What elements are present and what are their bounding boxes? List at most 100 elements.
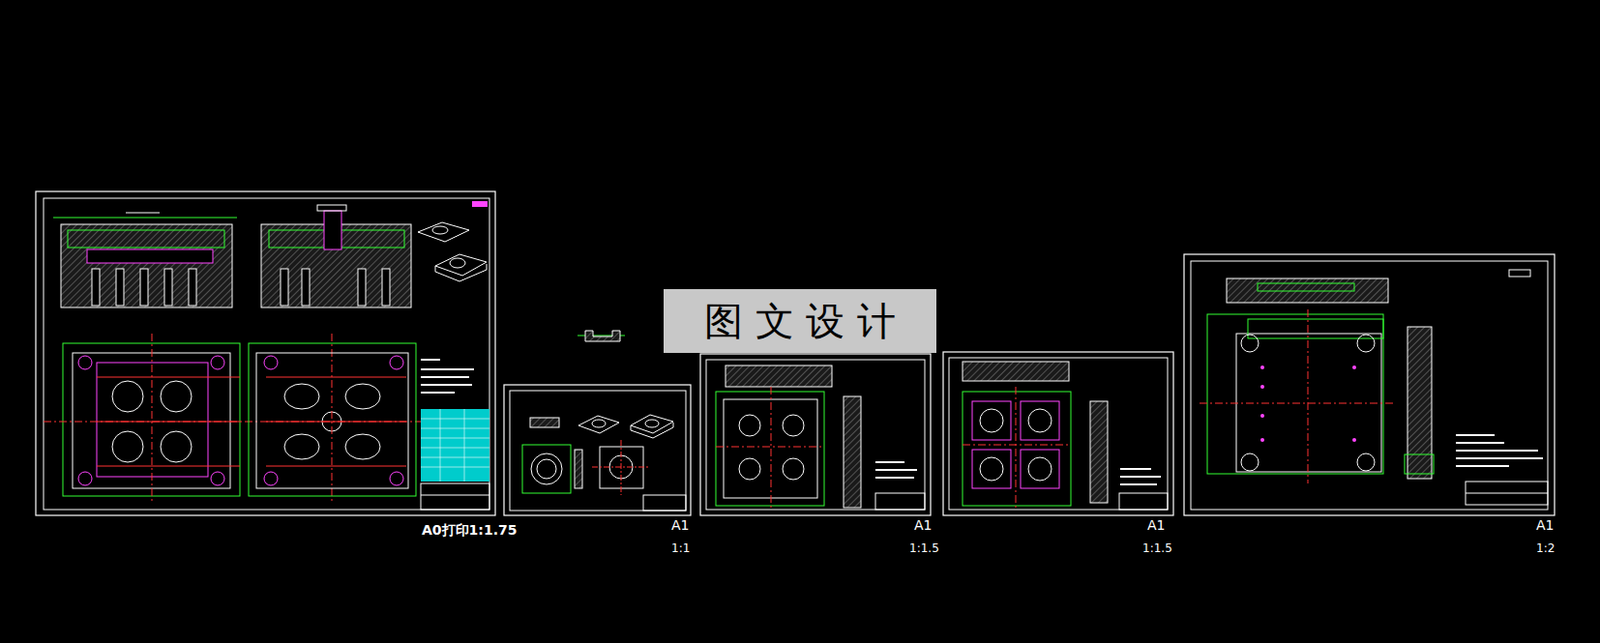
plate-sheet	[943, 352, 1174, 516]
drawing-line	[1119, 493, 1168, 510]
drawing-line	[1260, 385, 1265, 389]
plate-sheet	[700, 354, 931, 516]
watermark-box: 图 文 设 计	[663, 289, 937, 354]
drawing-line	[1020, 401, 1060, 441]
drawing-line	[164, 268, 173, 306]
drawing-line	[112, 381, 144, 413]
drawing-line	[1357, 453, 1375, 472]
drawing-line	[782, 458, 804, 480]
drawing-line	[574, 449, 583, 489]
drawing-line	[116, 268, 124, 306]
drawing-line	[979, 457, 1004, 481]
drawing-line	[1455, 442, 1505, 445]
drawing-line	[943, 352, 1174, 516]
drawing-line	[843, 396, 861, 508]
drawing-line	[1357, 334, 1375, 353]
drawing-line	[1028, 409, 1052, 433]
drawing-line	[420, 467, 490, 469]
drawing-line	[715, 391, 825, 506]
drawing-line	[962, 361, 1069, 382]
drawing-line	[1509, 269, 1531, 277]
drawing-line	[875, 461, 905, 464]
drawing-line	[1260, 365, 1357, 443]
drawing-line	[875, 476, 915, 479]
drawing-line	[140, 268, 149, 306]
drawing-line	[1352, 438, 1357, 443]
drawing-line	[264, 472, 278, 486]
drawing-line	[1455, 435, 1543, 467]
drawing-line	[592, 467, 651, 469]
drawing-line	[96, 465, 240, 467]
drawing-line	[420, 495, 490, 497]
drawing-line	[715, 446, 825, 448]
drawing-line	[1028, 457, 1052, 481]
drawing-line	[770, 386, 772, 508]
drawing-line	[420, 358, 441, 361]
drawing-line	[509, 390, 686, 511]
drawing-line	[160, 381, 192, 413]
drawing-line	[948, 357, 1168, 510]
drawing-line	[700, 354, 931, 516]
drawing-line	[301, 268, 310, 306]
drawing-line	[962, 444, 1071, 446]
drawing-line	[91, 268, 100, 306]
drawing-line	[78, 472, 92, 486]
drawing-line	[420, 447, 490, 449]
drawing-line	[382, 268, 390, 306]
drawing-line	[210, 472, 225, 486]
sheet-size: A1	[914, 517, 932, 534]
drawing-line	[472, 201, 488, 208]
drawing-line	[389, 355, 404, 370]
drawing-line	[420, 428, 490, 430]
drawing-line	[962, 386, 1071, 508]
print-scale-note: A0打印1:1.75	[421, 522, 517, 540]
drawing-line	[284, 434, 320, 460]
drawing-line	[1120, 483, 1157, 486]
drawing-line	[264, 355, 278, 370]
drawing-line	[125, 212, 160, 214]
drawing-line	[464, 409, 466, 482]
watermark-text: 图 文 设 计	[690, 295, 910, 349]
drawing-line	[536, 459, 557, 479]
drawing-line	[345, 384, 381, 410]
drawing-line	[578, 415, 620, 434]
drawing-line	[1120, 469, 1161, 485]
drawing-line	[1207, 314, 1384, 475]
sheet-scale: 1:1	[671, 541, 690, 556]
drawing-line	[1241, 453, 1259, 472]
drawing-line	[284, 384, 320, 410]
drawing-line	[60, 224, 233, 308]
sheet-scale: 1:1.5	[909, 541, 940, 556]
drawing-line	[420, 391, 455, 394]
drawing-line	[1257, 283, 1355, 292]
sheet-size: A1	[671, 517, 689, 534]
drawing-line	[440, 409, 442, 482]
part-section	[577, 330, 625, 342]
drawing-line	[972, 401, 1011, 441]
drawing-line	[1465, 481, 1548, 505]
drawing-line	[266, 376, 407, 378]
drawing-line	[280, 268, 390, 306]
part-sheet	[503, 385, 691, 516]
drawing-line	[256, 353, 409, 489]
drawing-line	[962, 391, 1071, 506]
drawing-line	[1199, 309, 1393, 484]
drawing-line	[1455, 449, 1539, 452]
drawing-line	[1455, 434, 1495, 437]
sheet-scale: 1:1.5	[1142, 541, 1173, 556]
drawing-line	[357, 268, 366, 306]
sheet-size: A1	[1147, 517, 1165, 534]
drawing-line	[420, 418, 490, 420]
drawing-line	[91, 268, 197, 306]
drawing-line	[715, 386, 825, 508]
drawing-line	[266, 465, 407, 467]
drawing-line	[389, 472, 404, 486]
plate-sheet	[1184, 254, 1555, 516]
drawing-line	[210, 355, 225, 370]
drawing-line	[1465, 493, 1548, 495]
drawing-line	[782, 414, 804, 437]
drawing-line	[1199, 403, 1393, 405]
drawing-line	[503, 385, 691, 516]
drawing-line	[1455, 457, 1543, 460]
drawing-line	[1015, 386, 1017, 508]
